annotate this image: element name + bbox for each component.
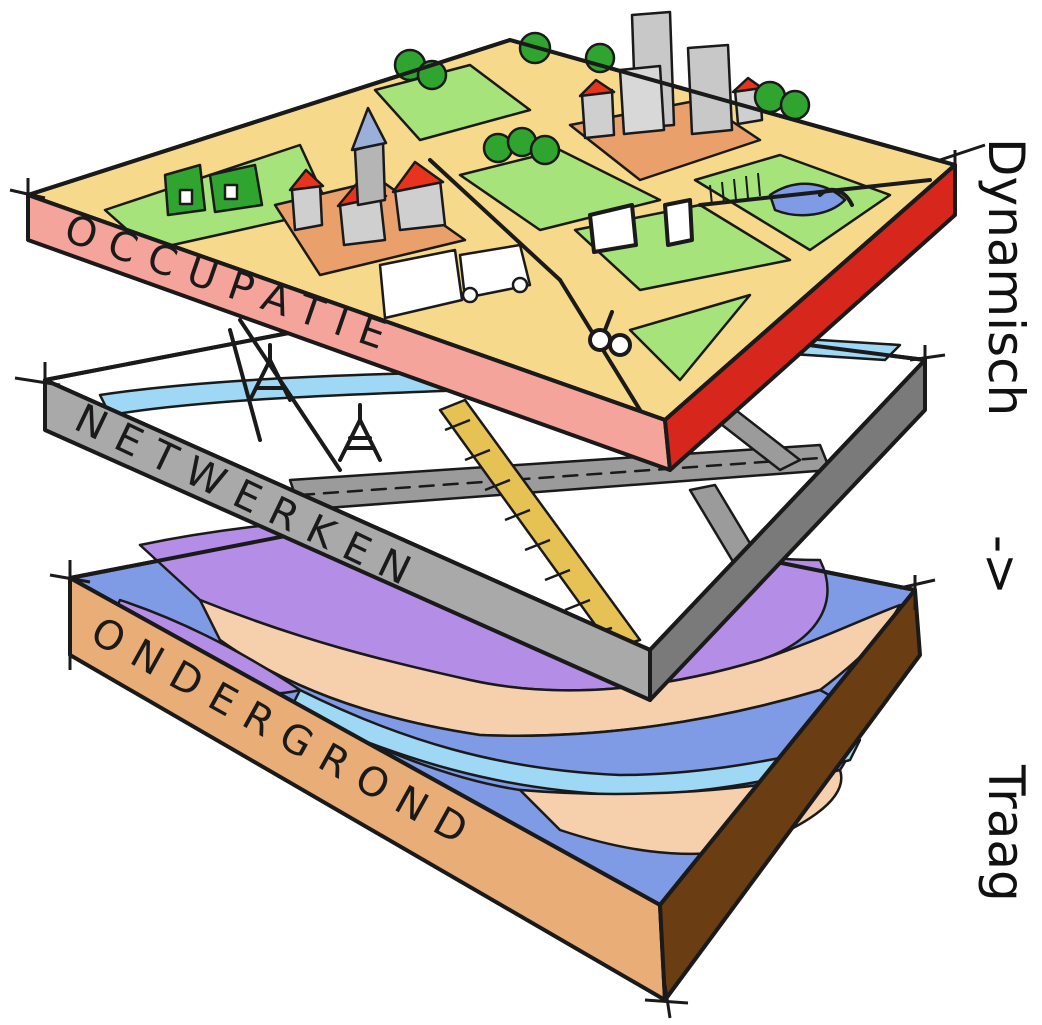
crop-rows xyxy=(709,172,761,206)
power-pylon-icon xyxy=(228,318,382,472)
axis-label-dynamic: Dynamisch xyxy=(977,138,1035,417)
subsoil-band-cyan xyxy=(288,688,862,797)
networks-side-face xyxy=(648,358,927,702)
subsoil-side-face xyxy=(658,588,922,1002)
field-green-6 xyxy=(628,293,752,382)
farm-buildings-icon xyxy=(163,163,264,217)
corner-marks xyxy=(9,143,986,1019)
occupation-side-face xyxy=(663,163,957,472)
people-icon xyxy=(588,187,854,357)
axis-arrow: -> xyxy=(972,535,1030,595)
axis-label-slow: Traag xyxy=(977,765,1035,902)
trees-icon xyxy=(393,31,811,166)
village-houses-icon xyxy=(288,106,447,247)
network-railway xyxy=(438,398,642,650)
truck-icon xyxy=(378,243,532,320)
occupation-layer: OCCUPATIE xyxy=(26,10,957,472)
skyscrapers-icon xyxy=(578,10,764,140)
